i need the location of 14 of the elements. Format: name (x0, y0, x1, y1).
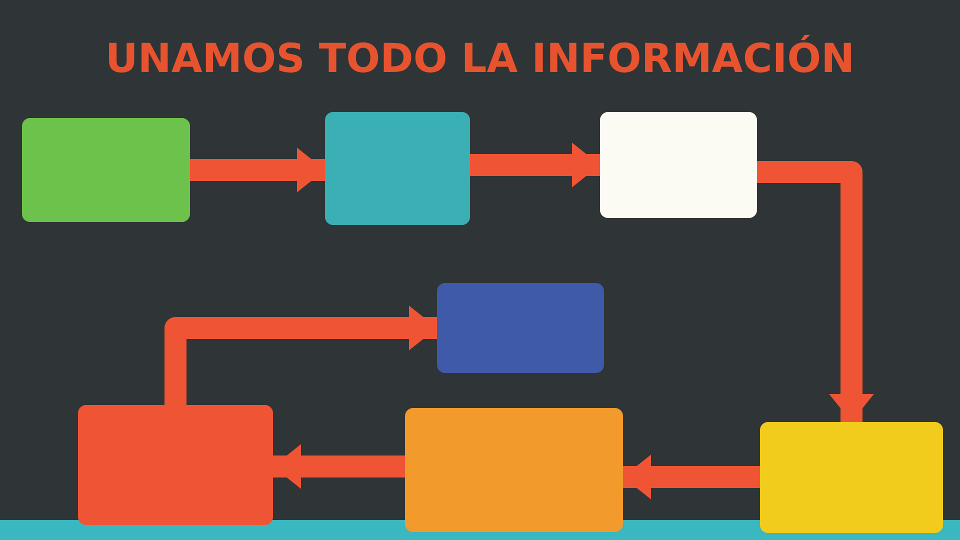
arrow (190, 148, 325, 192)
arrow (164, 306, 437, 405)
arrow (623, 454, 760, 500)
process-box (760, 422, 943, 533)
process-box (325, 112, 470, 225)
process-box (22, 118, 190, 222)
arrow (273, 444, 405, 489)
process-box (600, 112, 757, 218)
process-box (78, 405, 273, 525)
process-box (405, 408, 623, 532)
arrow (470, 142, 600, 188)
process-box (437, 283, 604, 373)
arrow (757, 161, 874, 422)
title: UNAMOS TODO LA INFORMACIÓN (104, 36, 856, 82)
